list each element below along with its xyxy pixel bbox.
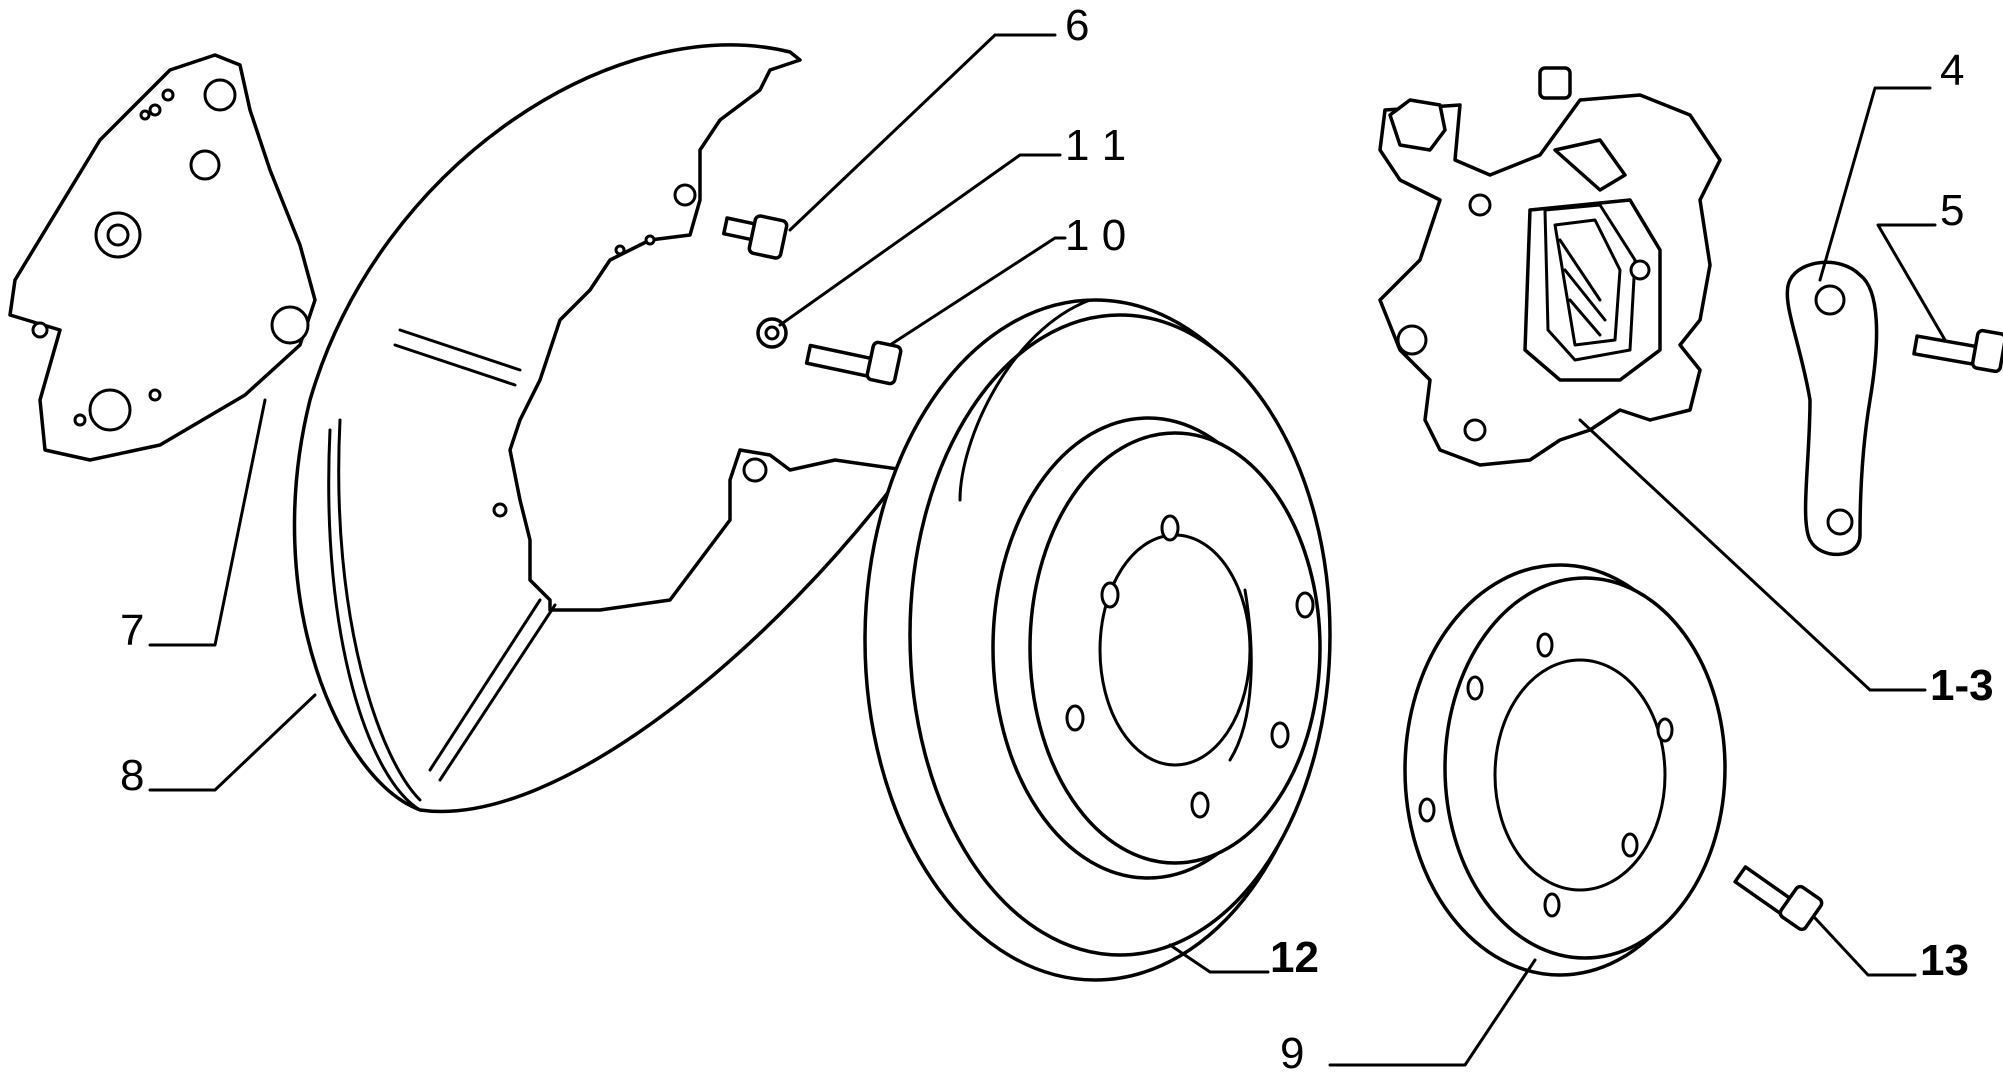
part-13-bolt (1733, 865, 1824, 932)
callout-9: 9 (1280, 1029, 1304, 1076)
leader-lines (148, 33, 1947, 1067)
callout-1-3: 1-3 (1930, 661, 1994, 710)
callout-13: 13 (1920, 936, 1969, 985)
callout-11: 1 1 (1065, 121, 1126, 170)
callout-8: 8 (120, 751, 144, 800)
part-4-bracket (1785, 260, 1879, 557)
part-10-bolt (804, 340, 903, 386)
part-1-3-caliper (1378, 66, 1722, 467)
callout-7: 7 (120, 606, 144, 655)
callout-5: 5 (1940, 186, 1964, 235)
part-6-bolt (722, 214, 789, 260)
callout-6: 6 (1065, 1, 1089, 50)
callout-4: 4 (1940, 46, 1964, 95)
callout-12: 12 (1270, 933, 1319, 982)
part-12-brake-disc (863, 298, 1332, 982)
part-9-spacer-ring (1403, 563, 1727, 977)
callout-labels: 6 1 1 1 0 4 5 7 8 1-3 12 13 9 (120, 1, 1994, 1076)
part-5-bolt (1912, 328, 2003, 374)
part-8-dust-shield (292, 43, 907, 814)
callout-10: 1 0 (1065, 211, 1126, 260)
part-7-backing-plate (8, 53, 317, 462)
